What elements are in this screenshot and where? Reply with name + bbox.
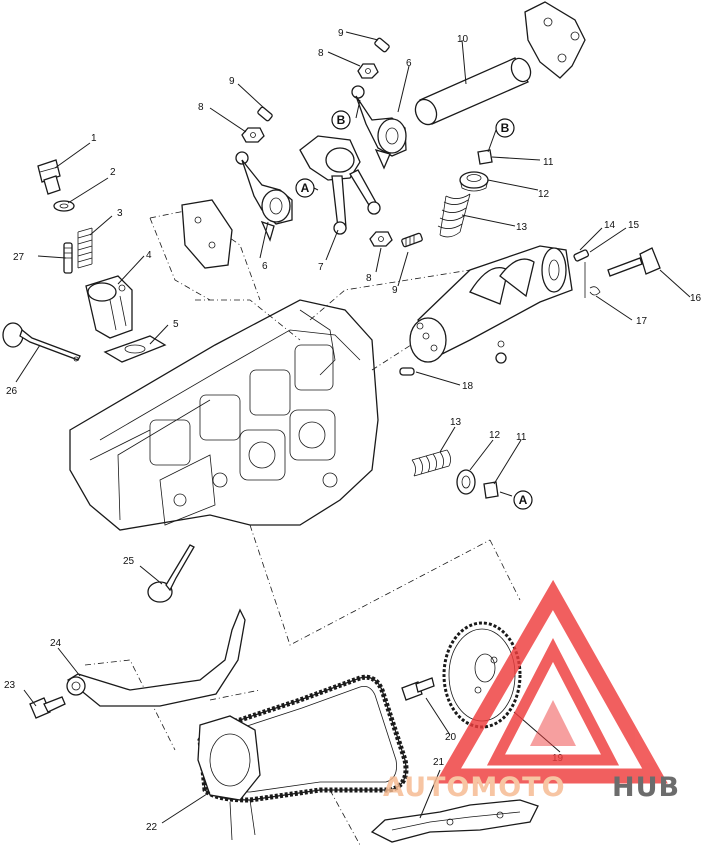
chain-tensioner-guide <box>66 608 246 707</box>
watermark-text-automoto: AUTOMOTO <box>383 772 566 803</box>
callout-17: 17 <box>636 316 648 327</box>
adjuster-nut-top <box>357 63 379 79</box>
valve-keeper-lower <box>483 481 499 499</box>
callout-12-upper: 12 <box>538 189 550 200</box>
reference-markers: A A B B <box>295 110 533 510</box>
callout-11-lower: 11 <box>516 432 527 443</box>
camshaft-washer <box>495 340 507 364</box>
valve-spring-lower <box>411 449 451 477</box>
reference-b-left: B <box>331 110 351 130</box>
callout-6-left: 6 <box>262 261 268 272</box>
dowel-pin-upper <box>573 249 590 262</box>
exhaust-valve <box>147 544 195 603</box>
rocker-support-block <box>181 199 233 269</box>
callout-24: 24 <box>50 638 62 649</box>
callout-7: 7 <box>318 262 324 273</box>
callout-21: 21 <box>433 757 445 768</box>
callout-8-left: 8 <box>198 102 204 113</box>
rocker-arm-left <box>235 151 293 242</box>
callout-14: 14 <box>604 220 616 231</box>
svg-text:B: B <box>501 121 510 135</box>
callout-8-middle: 8 <box>366 273 372 284</box>
callout-8-top: 8 <box>318 48 324 59</box>
adjuster-screw-top <box>374 37 390 53</box>
adjuster-nut-left <box>241 127 265 143</box>
valve-spring-upper <box>437 193 471 238</box>
callout-9-middle: 9 <box>392 285 398 296</box>
watermark-triangle <box>434 579 668 784</box>
rocker-arm-assembly <box>299 135 381 235</box>
callout-leaders <box>15 31 691 824</box>
rocker-shaft <box>414 57 532 126</box>
callout-11-upper: 11 <box>543 157 554 168</box>
adjuster-screw-left <box>257 106 273 122</box>
callout-27: 27 <box>13 252 25 263</box>
reference-a-upper: A <box>295 178 315 198</box>
intake-valve <box>2 322 81 362</box>
callout-13-lower: 13 <box>450 417 462 428</box>
callout-9-top: 9 <box>338 28 344 39</box>
crank-sprocket <box>197 715 261 841</box>
callout-26: 26 <box>6 386 18 397</box>
callout-20: 20 <box>445 732 457 743</box>
shaft-bracket <box>524 1 586 79</box>
washer <box>53 200 75 212</box>
chain-tensioner <box>85 275 133 339</box>
spring-retainer-lower <box>456 469 476 495</box>
callout-18: 18 <box>462 381 474 392</box>
tensioner-spring <box>77 227 93 269</box>
valve-keeper-upper <box>477 149 493 165</box>
chain-guide <box>370 799 539 843</box>
callout-6-right: 6 <box>406 58 412 69</box>
callout-16: 16 <box>690 293 702 304</box>
dowel-pin-lower <box>399 367 415 376</box>
cylinder-head <box>69 299 379 531</box>
callout-22: 22 <box>146 822 158 833</box>
watermark-text-hub: HUB <box>612 772 680 803</box>
reference-b-right: B <box>495 118 515 138</box>
watermark-logo <box>434 579 668 784</box>
callout-3: 3 <box>117 208 123 219</box>
callout-23: 23 <box>4 680 16 691</box>
callout-9-left: 9 <box>229 76 235 87</box>
camshaft <box>409 245 573 363</box>
reference-a-lower: A <box>513 490 533 510</box>
adjuster-nut-middle <box>369 231 393 247</box>
svg-text:B: B <box>337 113 346 127</box>
callout-15: 15 <box>628 220 640 231</box>
callout-10: 10 <box>457 34 469 45</box>
spring-retainer-upper <box>459 171 489 192</box>
callout-12-lower: 12 <box>489 430 501 441</box>
callout-4: 4 <box>146 250 152 261</box>
callout-5: 5 <box>173 319 179 330</box>
callout-2: 2 <box>110 167 116 178</box>
decompression-shaft <box>607 247 661 277</box>
watermark: AUTOMOTO HUB <box>383 579 680 803</box>
sprocket-bolt <box>401 677 435 701</box>
svg-text:A: A <box>519 493 528 507</box>
guide-pivot-bolt <box>29 696 66 719</box>
retaining-clip <box>584 262 601 298</box>
callout-25: 25 <box>123 556 135 567</box>
tensioner-gasket <box>103 335 167 363</box>
svg-text:A: A <box>301 181 310 195</box>
oil-plug-bolt <box>37 159 61 195</box>
callout-13-upper: 13 <box>516 222 528 233</box>
leader-lines <box>84 209 521 846</box>
rocker-arm-right <box>351 85 407 170</box>
callout-1: 1 <box>91 133 97 144</box>
adjuster-screw-middle <box>401 232 423 248</box>
